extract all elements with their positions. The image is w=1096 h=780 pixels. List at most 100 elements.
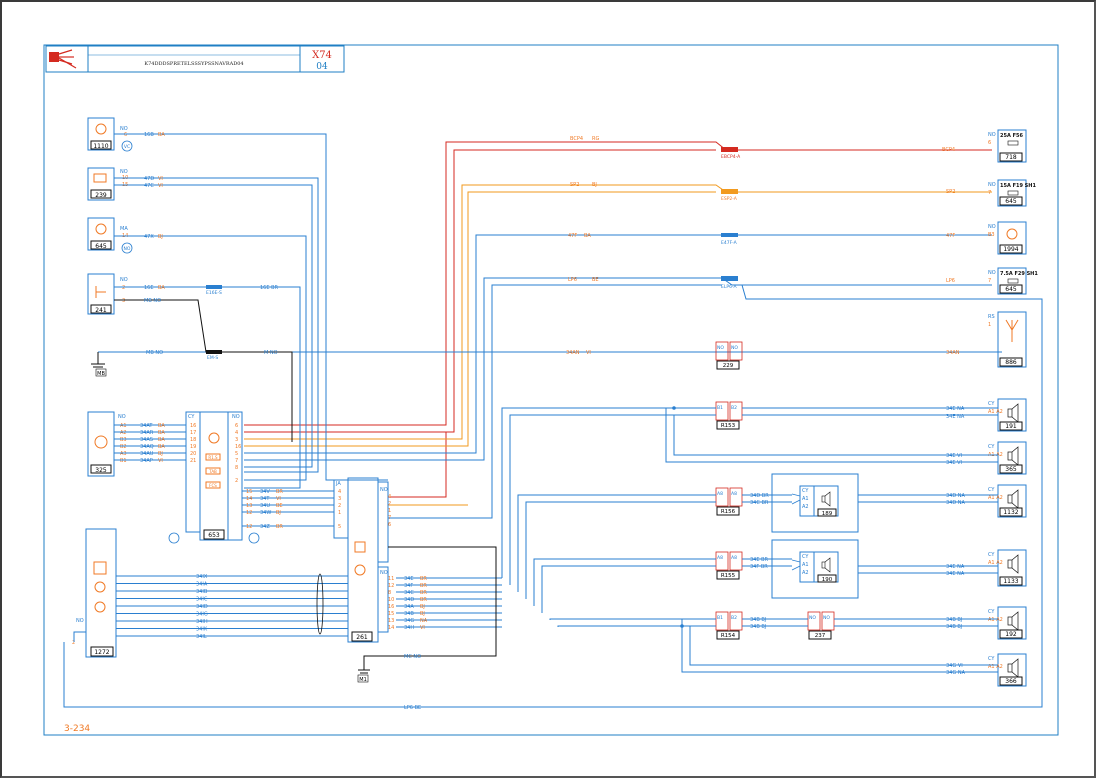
pin-number: 8 xyxy=(235,465,238,471)
svg-text:A1 A2: A1 A2 xyxy=(988,409,1003,415)
svg-text:15A F19 SH1: 15A F19 SH1 xyxy=(1000,183,1036,189)
svg-text:10: 10 xyxy=(388,597,394,603)
svg-text:4: 4 xyxy=(388,494,391,500)
svg-text:13: 13 xyxy=(246,503,252,509)
svg-text:718: 718 xyxy=(1005,154,1017,161)
splices: EBCP4-A ESP2-A E47F-A ELP6-A E16E-S EM-S xyxy=(206,147,741,361)
svg-text:261: 261 xyxy=(356,634,368,641)
wire-label: 34ID xyxy=(196,604,208,610)
svg-text:A1 A2: A1 A2 xyxy=(988,617,1003,623)
svg-text:A8: A8 xyxy=(717,555,723,561)
splice-lp6-label: ELP6-A xyxy=(721,284,737,290)
wire-label: 34AS xyxy=(140,437,153,443)
svg-text:2: 2 xyxy=(388,501,391,507)
pin-label: B1 xyxy=(120,458,127,464)
svg-text:CY: CY xyxy=(988,552,995,558)
svg-text:12: 12 xyxy=(388,583,394,589)
svg-text:NO: NO xyxy=(809,615,816,621)
pin-number: 6 xyxy=(235,423,238,429)
svg-text:325: 325 xyxy=(95,467,107,474)
svg-text:NO: NO xyxy=(76,618,84,624)
pin-number: 4 xyxy=(235,430,238,436)
lp6-bottom-label: LP6 BE xyxy=(404,705,421,711)
svg-text:34B BJ: 34B BJ xyxy=(750,617,766,623)
svg-text:34E NA: 34E NA xyxy=(946,414,965,420)
wire-color: BA xyxy=(158,444,165,450)
svg-text:47C: 47C xyxy=(144,183,154,189)
svg-text:34D NA: 34D NA xyxy=(946,500,966,506)
svg-text:34B: 34B xyxy=(404,611,414,617)
svg-text:RS: RS xyxy=(988,314,995,320)
svg-text:34E VI: 34E VI xyxy=(946,460,962,466)
svg-text:MA: MA xyxy=(120,226,128,232)
svg-text:6: 6 xyxy=(988,140,991,146)
svg-text:241: 241 xyxy=(95,307,107,314)
ground-mb: MB MB NO xyxy=(91,350,163,377)
svg-text:6: 6 xyxy=(388,522,391,528)
pin-label: B3 xyxy=(120,437,127,443)
svg-text:A2: A2 xyxy=(802,570,809,576)
wire-label: 34IG xyxy=(196,612,208,618)
pin-number: 16 xyxy=(235,444,241,450)
svg-text:34F BR: 34F BR xyxy=(750,564,768,570)
svg-text:LP6: LP6 xyxy=(946,278,955,284)
svg-text:365: 365 xyxy=(1005,466,1017,473)
pin-label: A2 xyxy=(120,430,127,436)
svg-text:BJ: BJ xyxy=(158,234,163,240)
wire-label: 34T xyxy=(260,496,270,502)
svg-text:BR: BR xyxy=(276,524,283,530)
wire-color: VI xyxy=(158,458,163,464)
splice-47f-label: E47F-A xyxy=(721,240,738,246)
svg-text:239: 239 xyxy=(95,192,107,199)
svg-text:229: 229 xyxy=(723,363,734,369)
svg-text:NO: NO xyxy=(120,277,128,283)
left-component-645: 645 MA 14 47X BJ NO xyxy=(87,217,307,481)
svg-text:34A: 34A xyxy=(404,604,414,610)
wire-label: 34IK xyxy=(196,627,208,633)
svg-text:BR: BR xyxy=(420,576,427,582)
pin-number: 17 xyxy=(190,430,196,436)
svg-text:MC NO: MC NO xyxy=(404,654,421,660)
svg-text:16E BR: 16E BR xyxy=(260,285,279,291)
svg-text:5: 5 xyxy=(338,524,341,530)
pin-number: 20 xyxy=(190,451,196,457)
svg-text:BA: BA xyxy=(158,132,165,138)
svg-text:34E: 34E xyxy=(404,576,414,582)
svg-text:7: 7 xyxy=(988,190,991,196)
motor-icon xyxy=(95,123,107,135)
svg-text:VI: VI xyxy=(158,183,163,189)
svg-text:CY: CY xyxy=(988,401,995,407)
svg-text:R1.S: R1.S xyxy=(208,455,218,460)
svg-text:B3: B3 xyxy=(988,232,995,238)
svg-text:47F: 47F xyxy=(568,233,577,239)
svg-text:BR: BR xyxy=(420,597,427,603)
svg-text:2: 2 xyxy=(338,503,341,509)
svg-text:7: 7 xyxy=(988,278,991,284)
svg-text:VI: VI xyxy=(586,350,591,356)
svg-text:4: 4 xyxy=(338,489,341,495)
svg-text:BE: BE xyxy=(592,277,599,283)
svg-text:34D BR: 34D BR xyxy=(750,493,769,499)
svg-text:VC: VC xyxy=(124,144,130,150)
radio-icon xyxy=(94,435,108,449)
wire-47f xyxy=(244,234,992,454)
svg-text:1110: 1110 xyxy=(93,143,108,150)
svg-text:190: 190 xyxy=(822,577,833,583)
svg-text:34Z: 34Z xyxy=(260,524,270,530)
svg-text:NO: NO xyxy=(380,570,388,576)
svg-text:NO: NO xyxy=(988,270,996,276)
svg-text:TAB: TAB xyxy=(208,469,217,474)
svg-text:NO: NO xyxy=(118,414,126,420)
svg-text:R156: R156 xyxy=(721,509,736,515)
wire-color: BR xyxy=(276,489,283,495)
vehicle-code: X74 xyxy=(312,50,332,61)
svg-text:34H: 34H xyxy=(404,625,414,631)
svg-text:16: 16 xyxy=(388,604,394,610)
wire-bcp4-b xyxy=(244,149,716,433)
svg-text:47D: 47D xyxy=(144,176,154,182)
svg-text:1272: 1272 xyxy=(94,649,109,656)
wire-label: 34AQ xyxy=(140,444,154,450)
svg-text:1994: 1994 xyxy=(1003,246,1018,253)
